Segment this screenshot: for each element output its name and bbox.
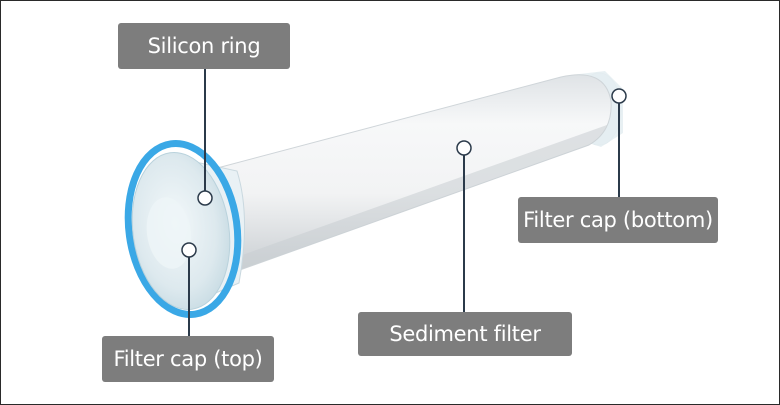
filter-cap-bottom-marker-icon — [611, 88, 627, 104]
silicon-ring-marker-icon — [197, 190, 213, 206]
filter-cap-bottom-label: Filter cap (bottom) — [518, 197, 718, 243]
sediment-filter-label: Sediment filter — [358, 312, 572, 356]
leader-lines — [188, 69, 620, 336]
silicon-ring-label: Silicon ring — [118, 23, 290, 69]
silicon-ring-shape — [124, 140, 242, 318]
sediment-filter-marker-icon — [456, 140, 472, 156]
filter-cap-top-marker-icon — [181, 242, 197, 258]
filter-cap-top-label: Filter cap (top) — [102, 336, 274, 382]
sediment-filter-shade — [231, 125, 607, 271]
